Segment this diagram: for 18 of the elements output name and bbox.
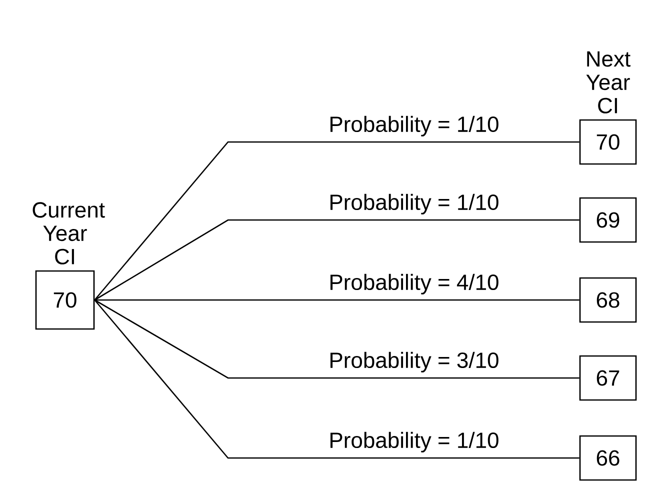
edge-label: Probability = 1/10 [327,114,501,138]
branch-line [94,299,580,301]
value-box: 70 [579,119,637,165]
edge-label: Probability = 1/10 [327,192,501,216]
column-heading: Current Year CI [32,202,105,264]
branch-line [94,299,580,379]
value-box: 69 [579,197,637,243]
value-box: 70 [35,270,95,330]
column-heading: Next Year CI [586,51,630,114]
branch-line [94,300,580,459]
edge-label: Probability = 3/10 [327,350,501,374]
edge-label: Probability = 4/10 [327,272,501,296]
value-box: 68 [579,277,637,323]
branch-line [94,219,580,301]
value-box: 67 [579,355,637,401]
edge-label: Probability = 1/10 [327,430,501,454]
value-box: 66 [579,435,637,481]
branch-line [94,141,580,300]
